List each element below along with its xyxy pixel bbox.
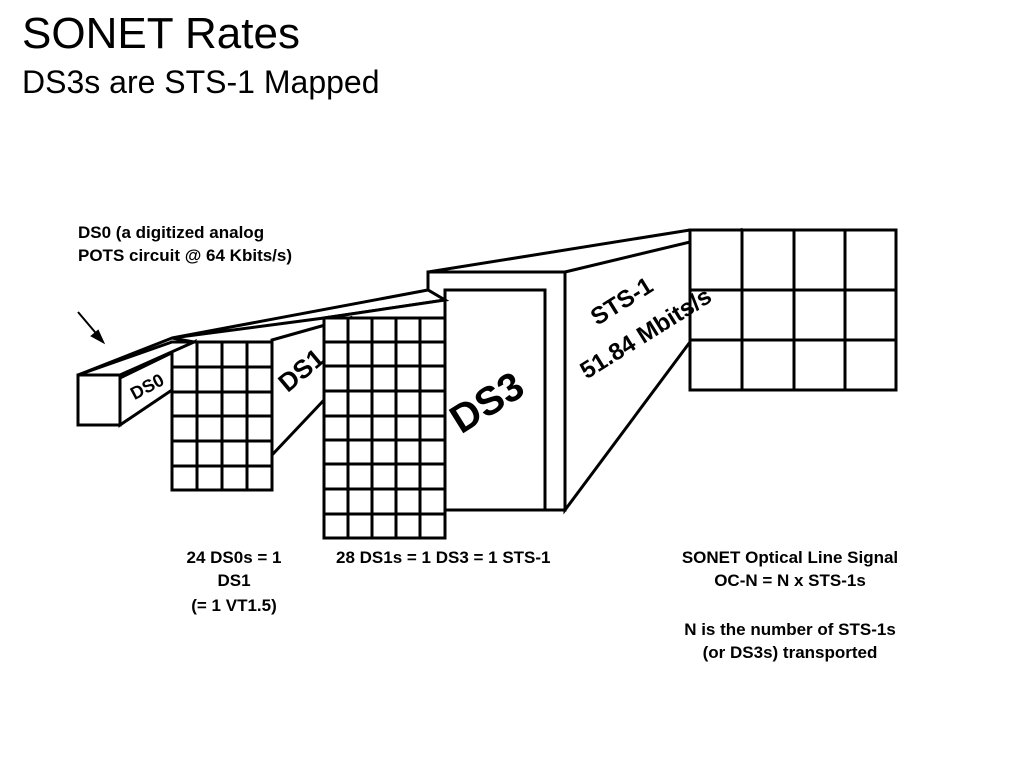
sonet-caption-line2: OC-N = N x STS-1s	[714, 571, 866, 590]
ds1-caption-line3: (= 1 VT1.5)	[191, 596, 277, 615]
slide-title: SONET Rates	[22, 9, 300, 58]
sonet-caption-line1: SONET Optical Line Signal	[681, 548, 899, 567]
ds3-caption: 28 DS1s = 1 DS3 = 1 STS-1	[336, 546, 551, 569]
sonet-caption: SONET Optical Line Signal OC-N = N x STS…	[640, 546, 940, 664]
ds1-caption: 24 DS0s = 1 DS1 (= 1 VT1.5)	[160, 546, 308, 617]
ds0-front-face	[76, 373, 122, 427]
ds0-callout: DS0 (a digitized analog POTS circuit @ 6…	[78, 221, 292, 267]
ds0-callout-line2: POTS circuit @ 64 Kbits/s)	[78, 246, 293, 265]
ds3-front-grid	[322, 316, 447, 540]
ds1-caption-line1: 24 DS0s = 1	[186, 548, 282, 567]
ds1-caption-line2: DS1	[217, 571, 251, 590]
ds0-callout-line1: DS0 (a digitized analog	[78, 223, 265, 242]
ds3-caption-line1: 28 DS1s = 1 DS3 = 1 STS-1	[336, 548, 551, 567]
sonet-caption-line4: (or DS3s) transported	[702, 643, 878, 662]
slide-subtitle: DS3s are STS-1 Mapped	[22, 64, 380, 100]
sonet-caption-line3: N is the number of STS-1s	[684, 620, 896, 639]
ds0-callout-arrow	[77, 311, 106, 345]
